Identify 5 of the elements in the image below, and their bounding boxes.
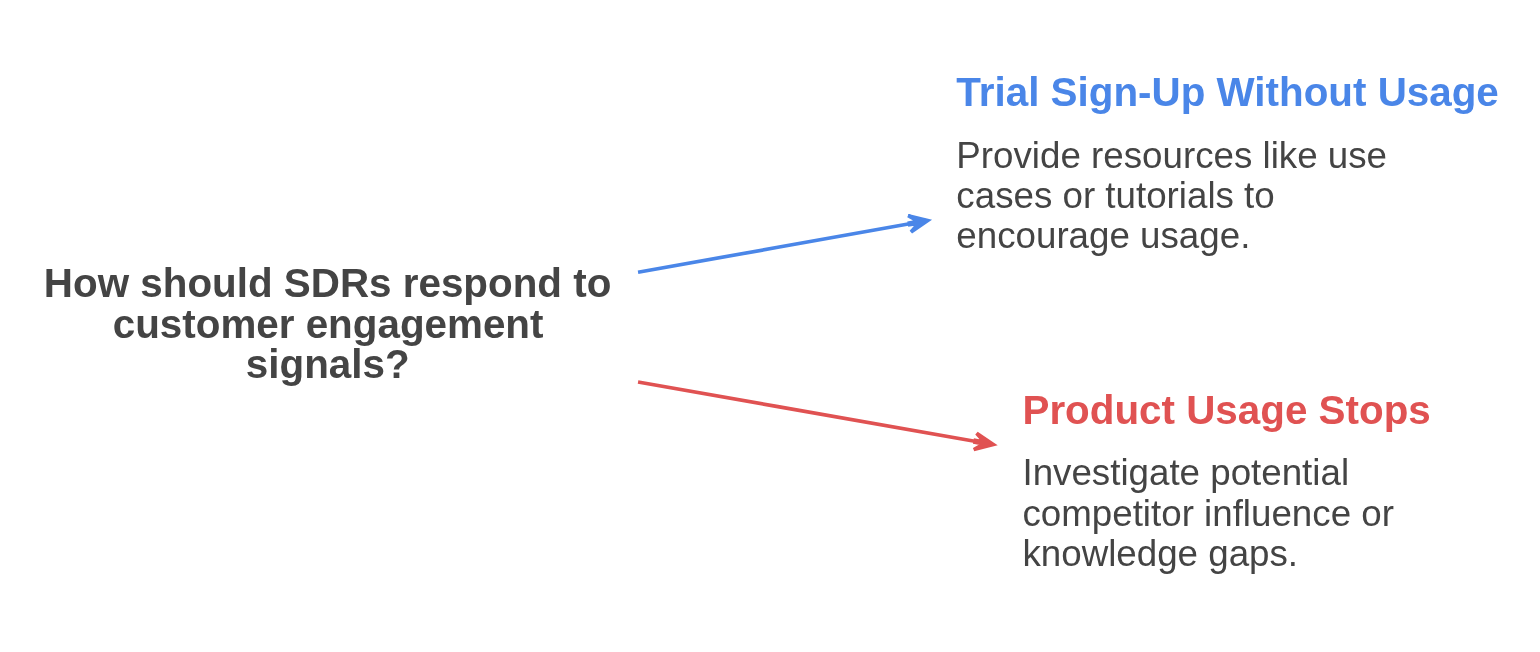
node-text: Product Usage Stops Investigate potential competitor influence or knowledge gaps.	[1022, 386, 1431, 574]
arrow	[637, 379, 996, 451]
arrow	[637, 213, 930, 274]
node-text: Trial Sign-Up Without Usage Provide resources like use cases or tutorials to encourage usage.	[956, 68, 1499, 256]
node-text: How should SDRs respond to customer engagement signals?	[43, 259, 612, 387]
